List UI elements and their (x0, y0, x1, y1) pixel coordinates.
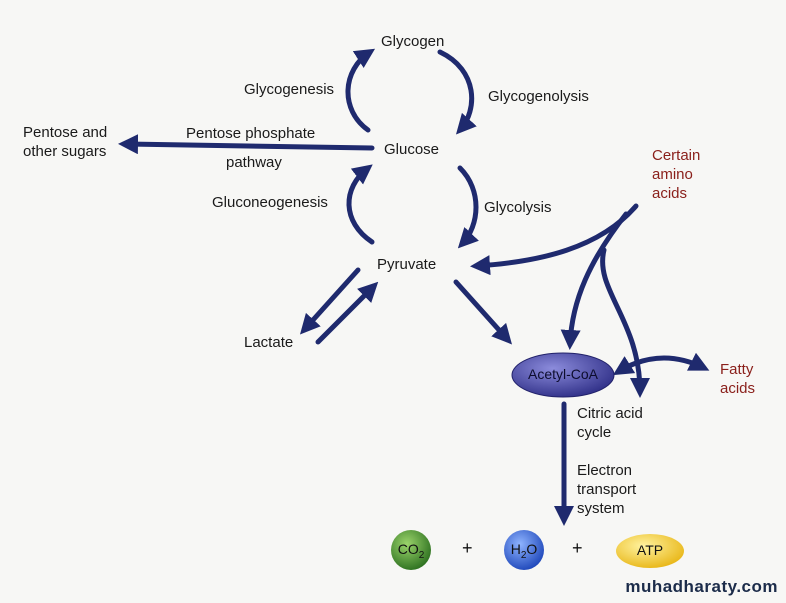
amino-acids-label: Certain amino acids (652, 147, 701, 202)
h2o-ball (504, 530, 544, 570)
acetyl-coa-ellipse (511, 352, 615, 398)
atp-ball (616, 534, 684, 568)
pyruvate-to-lactate-arrow (299, 267, 361, 335)
pathway-label: pathway (226, 154, 282, 171)
pentose-phosphate-arrow (118, 134, 375, 155)
plus-sign-1: + (462, 538, 473, 558)
fatty-acids-label: Fatty acids (720, 361, 756, 397)
co2-ball (391, 530, 431, 570)
glycogenolysis-label: Glycogenolysis (488, 88, 589, 105)
amino-to-acetyl-arrow (560, 211, 629, 350)
glycogenolysis-arrow (437, 49, 477, 135)
glycolysis-label: Glycolysis (484, 199, 552, 216)
pentose-phosphate-label: Pentose phosphate (186, 125, 316, 142)
co2-label: CO2 (397, 541, 425, 561)
gluconeogenesis-label: Gluconeogenesis (212, 194, 328, 211)
lactate-to-pyruvate-arrow (315, 281, 379, 345)
pyruvate-to-acetyl-arrow (453, 279, 513, 345)
glucose-label: Glucose (384, 141, 440, 158)
pentose-label: Pentose and other sugars (23, 124, 108, 160)
plus-sign-2: + (572, 538, 583, 558)
atp-label: ATP (636, 542, 664, 558)
glycolysis-arrow (457, 165, 479, 249)
glycogen-label: Glycogen (381, 33, 445, 50)
electron-transport-label: Electron transport system (577, 462, 637, 517)
glycogenesis-arrow (345, 48, 376, 133)
acetyl-coa-label: Acetyl-CoA (527, 366, 599, 382)
citric-acid-cycle-label: Citric acid cycle (577, 405, 643, 441)
h2o-label: H2O (510, 541, 538, 561)
lactate-label: Lactate (244, 334, 294, 351)
pyruvate-label: Pyruvate (377, 256, 437, 273)
glycogenesis-label: Glycogenesis (244, 81, 335, 98)
gluconeogenesis-arrow (346, 164, 375, 245)
acetyl-fatty-arrow (612, 352, 710, 376)
watermark-text: muhadharaty.com (625, 577, 778, 596)
